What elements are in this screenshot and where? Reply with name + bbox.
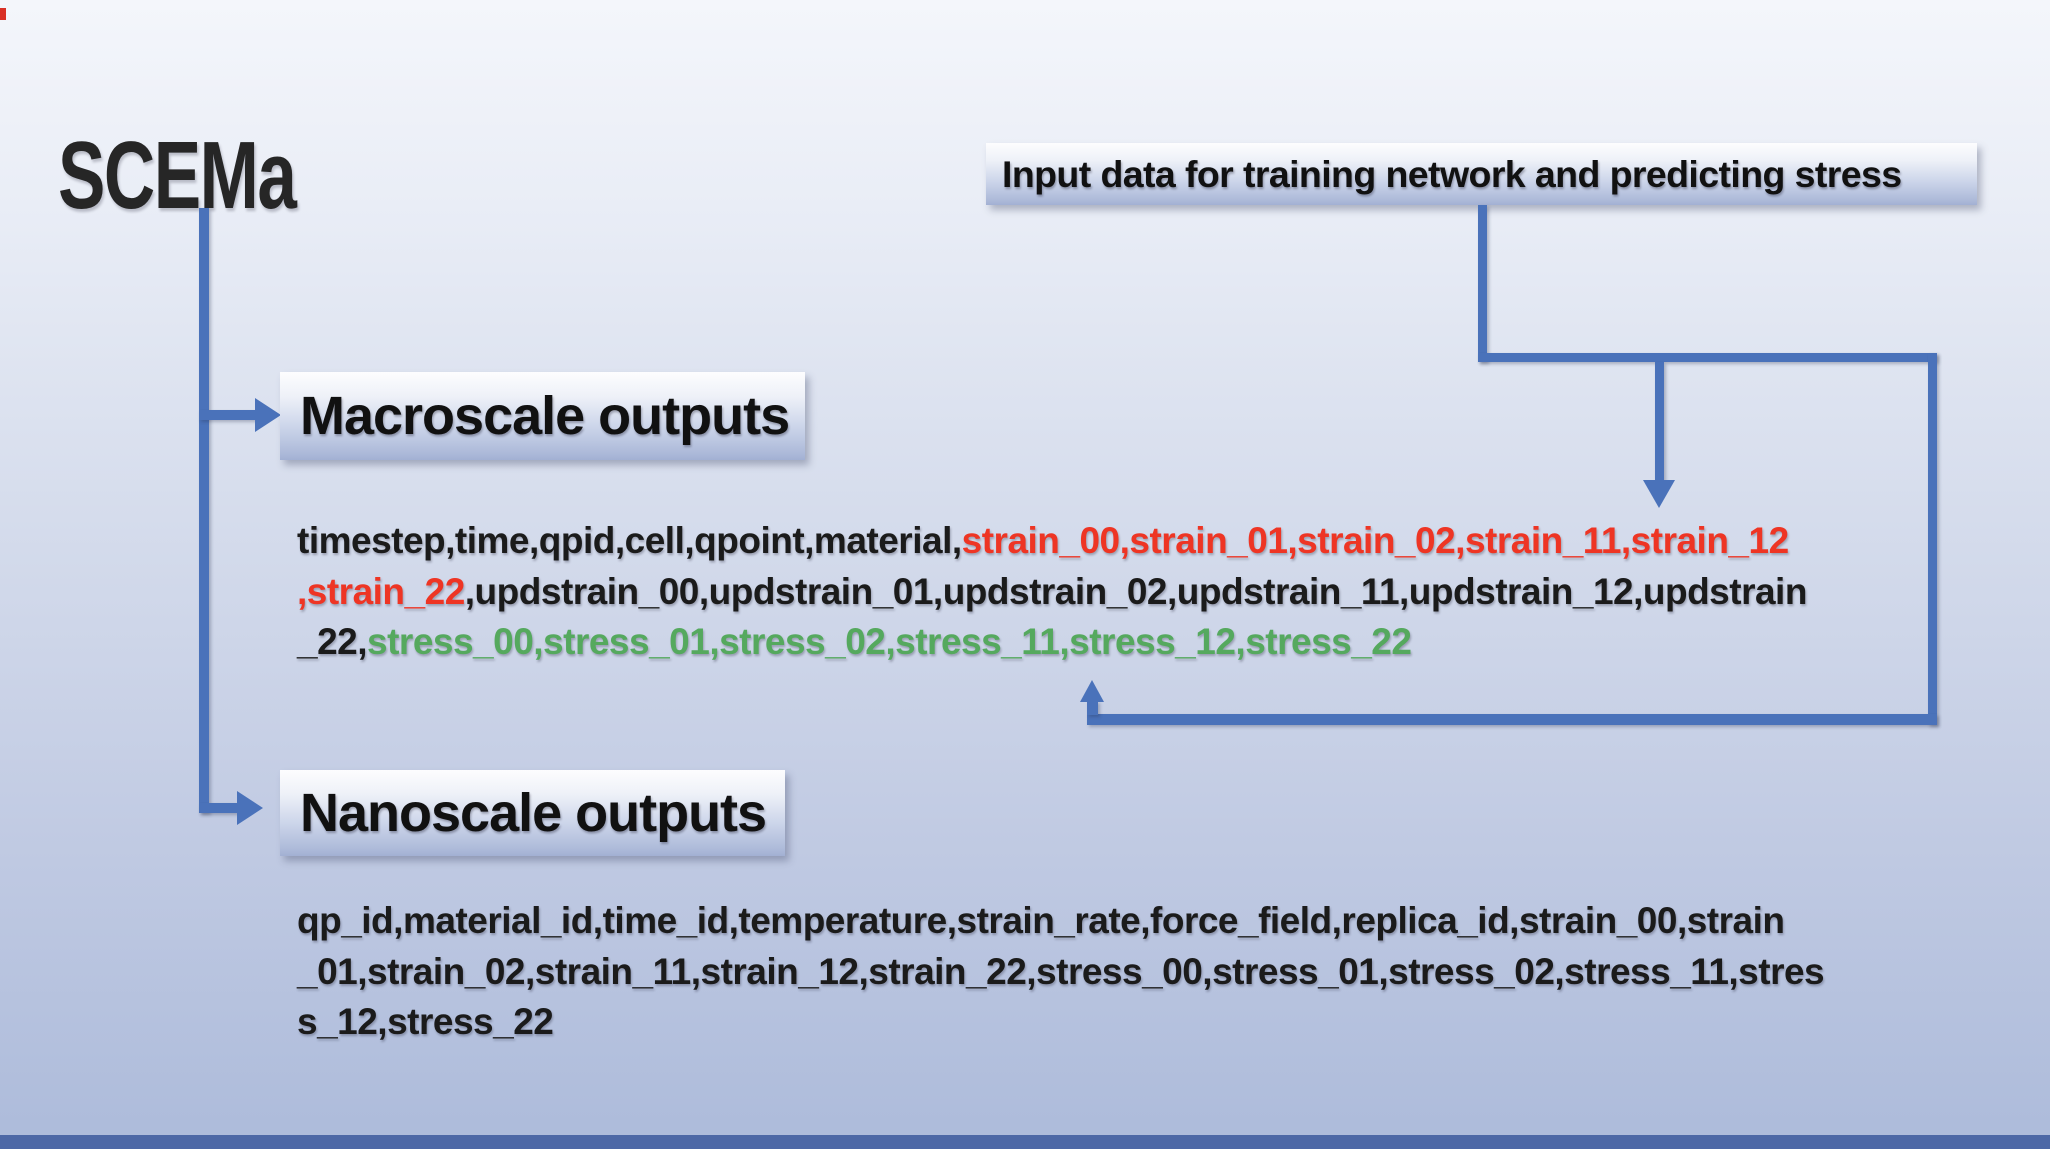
nanoscale-outputs-box: Nanoscale outputs: [280, 770, 785, 856]
macro-csv-line-2: ,strain_22,updstrain_00,updstrain_01,upd…: [297, 567, 1807, 618]
nanoscale-outputs-label: Nanoscale outputs: [300, 783, 767, 843]
csv-segment-default: _01,strain_02,strain_11,strain_12,strain…: [297, 950, 1825, 992]
input-data-callout-box: Input data for training network and pred…: [986, 143, 1977, 205]
input-connector-vertical-from-box: [1478, 205, 1487, 362]
edge-red-artifact: [0, 8, 6, 20]
scema-to-nano-line: [199, 803, 239, 813]
csv-segment-red: ,strain_22: [297, 570, 465, 612]
macro-csv-line-1: timestep,time,qpid,cell,qpoint,material,…: [297, 516, 1807, 567]
macroscale-outputs-box: Macroscale outputs: [280, 372, 805, 460]
input-data-callout-label: Input data for training network and pred…: [1002, 152, 1902, 195]
arrowhead-right-macro-icon: [255, 398, 281, 432]
csv-segment-default: s_12,stress_22: [297, 1001, 554, 1042]
page-title: SCEMa: [58, 122, 297, 229]
nanoscale-csv-header-text: qp_id,material_id,time_id,temperature,st…: [297, 896, 1825, 1048]
csv-segment-default: ,updstrain_00,updstrain_01,updstrain_02,…: [464, 570, 1808, 612]
nano-csv-line-2: _01,strain_02,strain_11,strain_12,strain…: [297, 947, 1825, 998]
csv-segment-red: strain_00,strain_01,strain_02,strain_11,…: [961, 520, 1790, 561]
macroscale-outputs-label: Macroscale outputs: [300, 386, 790, 446]
input-connector-vertical-right: [1928, 353, 1937, 725]
csv-segment-default: qp_id,material_id,time_id,temperature,st…: [297, 900, 1785, 941]
scema-to-macro-line: [199, 410, 257, 420]
scema-tree-vertical-line: [199, 208, 209, 813]
input-connector-up-stub: [1087, 701, 1098, 715]
macroscale-csv-header-text: timestep,time,qpid,cell,qpoint,material,…: [297, 516, 1807, 668]
bottom-blue-strip: [0, 1135, 2050, 1149]
arrowhead-down-strain-icon: [1643, 480, 1675, 508]
arrowhead-up-stress-icon: [1080, 680, 1104, 702]
macro-csv-line-3: _22,stress_00,stress_01,stress_02,stress…: [297, 617, 1807, 668]
csv-segment-default: _22,: [297, 621, 368, 662]
nano-csv-line-1: qp_id,material_id,time_id,temperature,st…: [297, 896, 1824, 947]
arrowhead-right-nano-icon: [237, 791, 263, 825]
csv-segment-green: stress_00,stress_01,stress_02,stress_11,…: [367, 621, 1412, 662]
nano-csv-line-3: s_12,stress_22: [297, 997, 1824, 1048]
input-connector-horizontal-top: [1478, 353, 1937, 362]
input-connector-branch-down: [1655, 362, 1664, 482]
input-connector-horizontal-bottom: [1087, 714, 1937, 725]
csv-segment-default: timestep,time,qpid,cell,qpoint,material,: [297, 520, 962, 561]
